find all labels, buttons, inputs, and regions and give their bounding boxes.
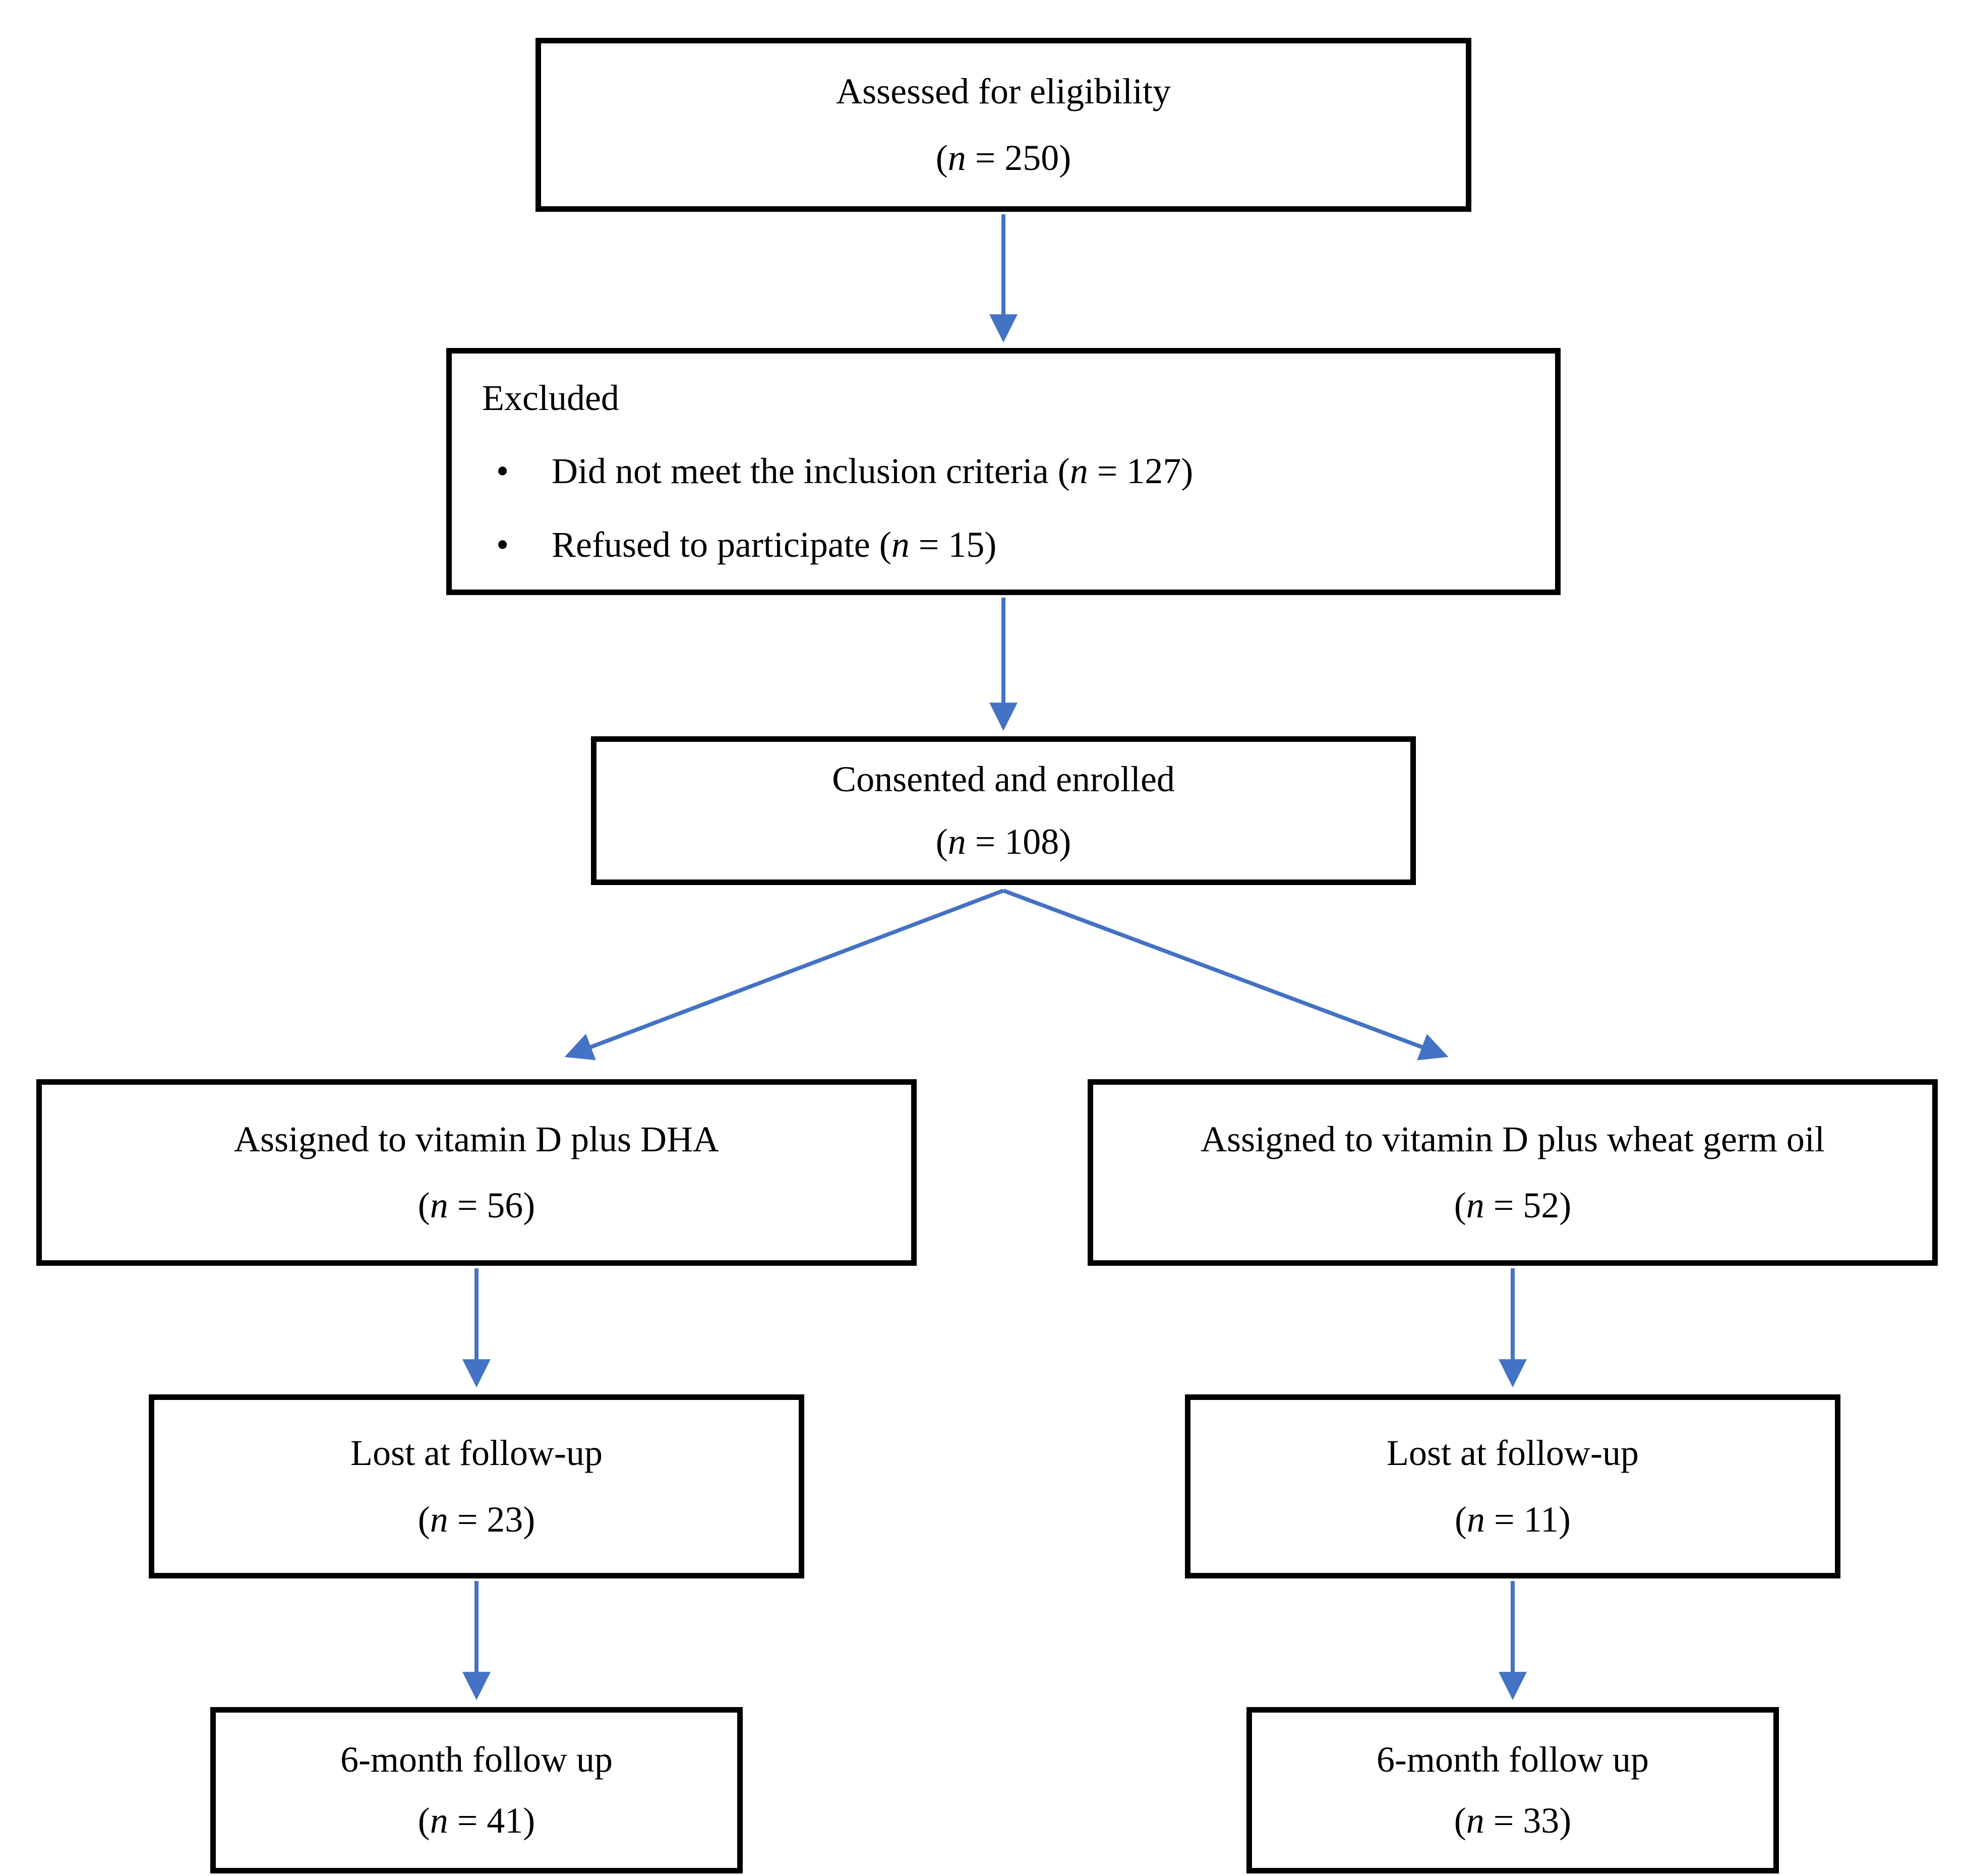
box-label: Excluded	[482, 378, 619, 419]
arrow-consented-to-dha	[564, 889, 1004, 1061]
excluded-item: • Refused to participate (n = 15)	[482, 520, 996, 569]
box-label: 6-month follow up	[340, 1739, 613, 1780]
box-n-count: (n = 23)	[418, 1499, 535, 1540]
box-label: 6-month follow up	[1377, 1739, 1649, 1780]
box-assigned-wheat-germ-oil: Assigned to vitamin D plus wheat germ oi…	[1088, 1079, 1938, 1266]
box-excluded: Excluded • Did not meet the inclusion cr…	[446, 348, 1561, 595]
bullet-icon: •	[496, 524, 509, 565]
box-consented-enrolled: Consented and enrolled (n = 108)	[591, 736, 1416, 885]
box-label: Lost at follow-up	[1387, 1433, 1639, 1474]
bullet-icon: •	[496, 451, 509, 492]
box-assessed-eligibility: Assessed for eligibility (n = 250)	[535, 38, 1471, 212]
excluded-item-text: Did not meet the inclusion criteria (n =…	[552, 451, 1194, 492]
excluded-item: • Did not meet the inclusion criteria (n…	[482, 447, 1193, 496]
box-assigned-dha: Assigned to vitamin D plus DHA (n = 56)	[36, 1079, 917, 1266]
box-n-count: (n = 52)	[1454, 1185, 1572, 1225]
excluded-item-text: Refused to participate (n = 15)	[552, 524, 997, 565]
box-n-count: (n = 11)	[1455, 1499, 1571, 1540]
box-6month-followup-dha: 6-month follow up (n = 41)	[210, 1707, 743, 1873]
box-6month-followup-wgo: 6-month follow up (n = 33)	[1246, 1707, 1779, 1873]
arrow-consented-to-wgo	[1002, 889, 1449, 1061]
box-lost-followup-wgo: Lost at follow-up (n = 11)	[1185, 1394, 1840, 1578]
box-lost-followup-dha: Lost at follow-up (n = 23)	[149, 1394, 804, 1578]
box-label: Consented and enrolled	[832, 759, 1175, 800]
box-label: Assigned to vitamin D plus DHA	[234, 1119, 719, 1159]
box-label: Assessed for eligibility	[836, 71, 1171, 112]
box-n-count: (n = 250)	[935, 137, 1071, 178]
box-n-count: (n = 56)	[418, 1185, 535, 1225]
box-label: Lost at follow-up	[350, 1433, 603, 1474]
box-label: Assigned to vitamin D plus wheat germ oi…	[1201, 1119, 1825, 1159]
box-n-count: (n = 41)	[418, 1800, 535, 1841]
box-n-count: (n = 108)	[935, 821, 1071, 862]
box-n-count: (n = 33)	[1454, 1800, 1572, 1841]
